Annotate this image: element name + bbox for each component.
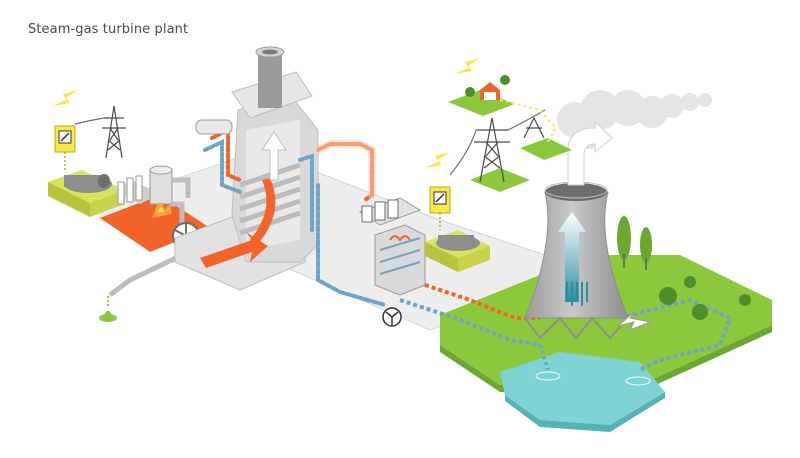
exhaust-up-arrow — [261, 131, 287, 181]
transmission-pylon-left — [74, 105, 126, 159]
cooling-tower — [524, 181, 652, 340]
air-inflow-arrow — [617, 311, 652, 331]
power-line-dashes — [499, 99, 558, 143]
gas-turbine-generator — [48, 170, 125, 217]
steam-plume — [557, 90, 712, 186]
rain-fill — [566, 282, 588, 306]
steam-pipe-network — [195, 119, 387, 307]
steam-up-arrow — [567, 120, 613, 186]
lightning-icon-right — [424, 152, 450, 168]
condenser — [374, 224, 426, 296]
water-pond — [500, 352, 665, 432]
house-icon — [465, 75, 510, 100]
heat-recovery-boiler — [174, 46, 319, 291]
steam-turbine-block — [358, 197, 422, 226]
condensate-return-pipe — [316, 183, 387, 307]
hot-gas-flow-arrow — [200, 232, 268, 268]
boiler-chimney — [231, 46, 313, 119]
combustion-chamber — [149, 165, 173, 218]
grid-island — [448, 90, 572, 192]
gas-turbine-section — [48, 165, 210, 322]
tree-group — [617, 216, 751, 320]
steam-turbine-generator — [425, 230, 490, 272]
transformer-box-left — [54, 125, 76, 170]
left-power-output — [52, 90, 126, 170]
lightning-icon-left — [52, 90, 78, 106]
cooling-flow-arrow — [558, 212, 586, 302]
fuel-source-icon — [99, 296, 117, 322]
compressor-block — [112, 175, 160, 205]
feed-pump-icon — [382, 307, 402, 327]
transformer-box-right — [429, 186, 451, 230]
diagram-title: Steam-gas turbine plant — [28, 22, 189, 37]
lightning-icon-top — [454, 58, 480, 74]
